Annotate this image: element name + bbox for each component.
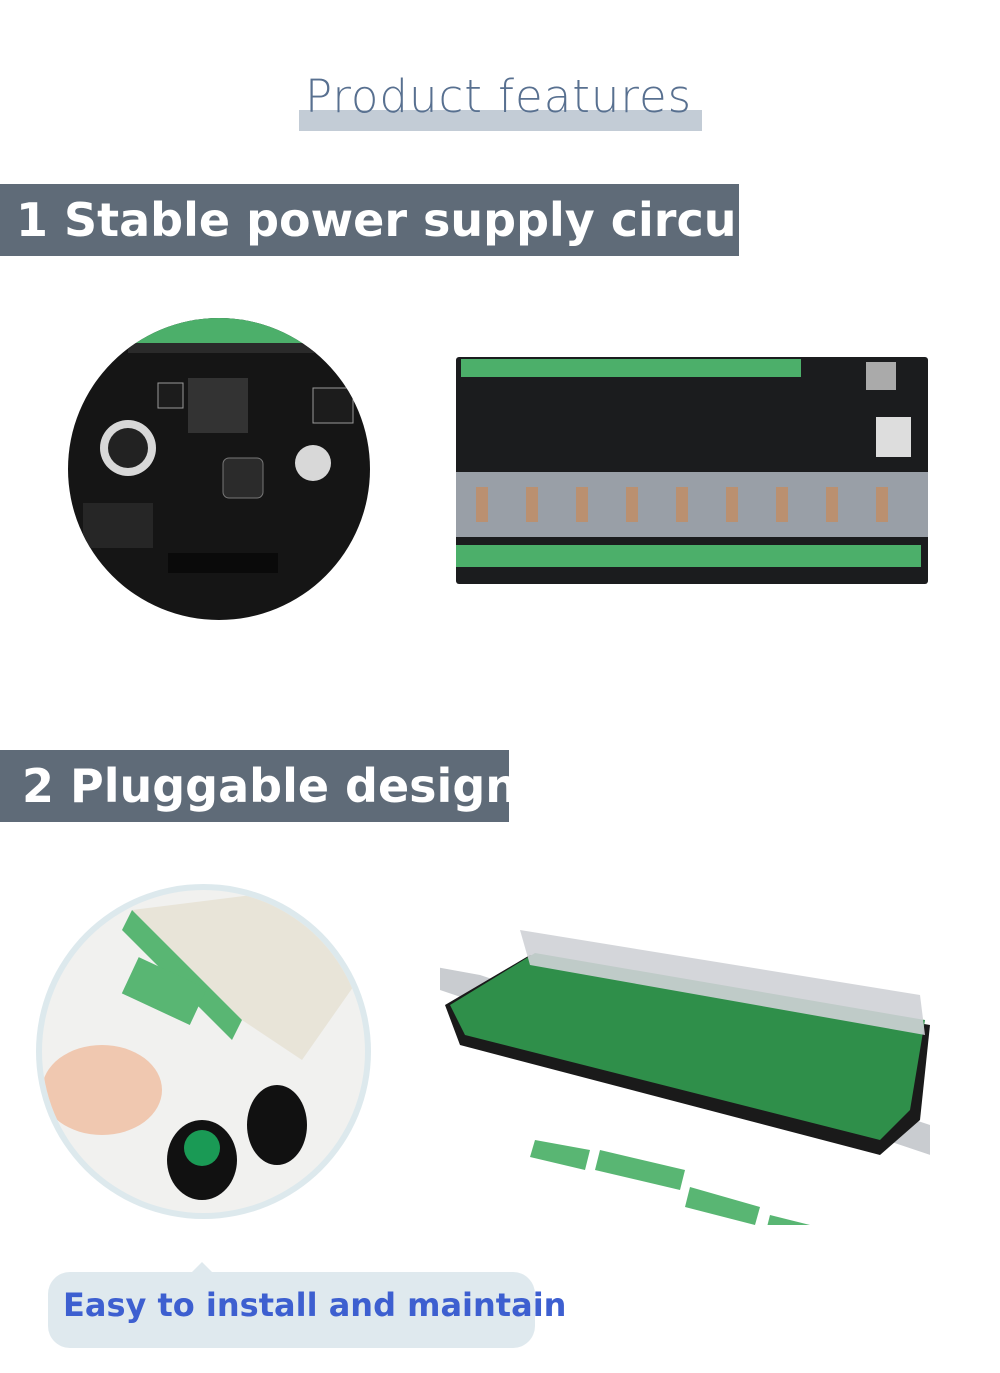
relay-board-drawing <box>446 359 936 567</box>
pcb-closeup-image <box>68 318 370 620</box>
din-rail-relay-board-image <box>425 925 960 1255</box>
callout-text: Easy to install and maintain <box>63 1286 567 1324</box>
section-2-heading: 2 Pluggable design <box>0 750 518 822</box>
din-rail-relay-board-drawing <box>425 930 960 1255</box>
pcb-closeup-drawing <box>83 318 354 573</box>
title-underline <box>299 110 702 131</box>
terminal-plug-image <box>36 884 371 1219</box>
relay-board-image <box>446 357 936 584</box>
terminal-plug-drawing <box>42 890 365 1200</box>
install-callout: Easy to install and maintain <box>48 1262 566 1348</box>
page-title: Product features <box>299 70 702 132</box>
page-title-text: Product features <box>305 70 693 123</box>
section-1-heading: 1 Stable power supply circuit <box>0 184 774 256</box>
